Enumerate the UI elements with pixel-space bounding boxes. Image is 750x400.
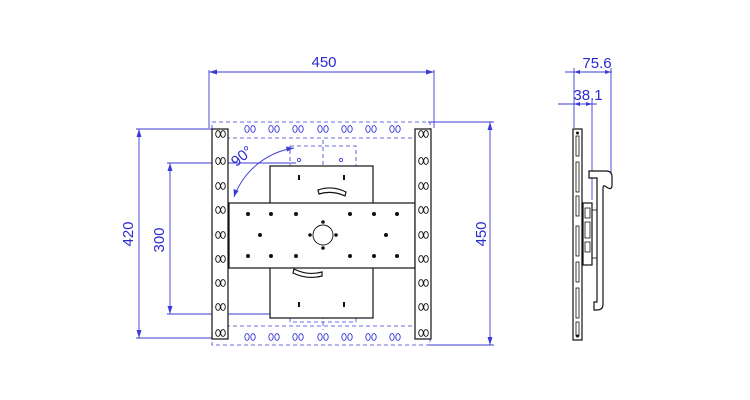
- side-bracket-arm: [582, 170, 613, 311]
- dimension-overall-width: 450: [208, 54, 435, 128]
- dimension-overall-height: 450: [428, 121, 494, 346]
- side-rail: [572, 128, 583, 341]
- height-outer-label: 420: [120, 221, 137, 246]
- side-depth-min-label: 38.1: [573, 87, 602, 104]
- height-inner-label: 300: [151, 227, 168, 252]
- side-view: 75.6 38.1: [558, 55, 613, 341]
- side-depth-max-label: 75.6: [582, 55, 611, 72]
- tilt-angle-label: 90°: [228, 143, 256, 171]
- dimension-side-depth-max: 75.6: [565, 55, 612, 175]
- overall-width-label: 450: [311, 54, 336, 71]
- horizontal-bracket: [228, 202, 416, 269]
- dimension-height-inner: 300: [151, 162, 296, 315]
- bottom-hole-row: [244, 333, 401, 341]
- dimension-side-depth-min: 38.1: [558, 87, 603, 200]
- left-rail: [211, 128, 229, 340]
- top-hole-row: [244, 125, 401, 133]
- dimension-height-outer: 420: [120, 128, 212, 339]
- overall-height-label: 450: [473, 221, 490, 246]
- front-view: 450 420 300 450: [120, 54, 494, 346]
- right-rail: [414, 128, 432, 340]
